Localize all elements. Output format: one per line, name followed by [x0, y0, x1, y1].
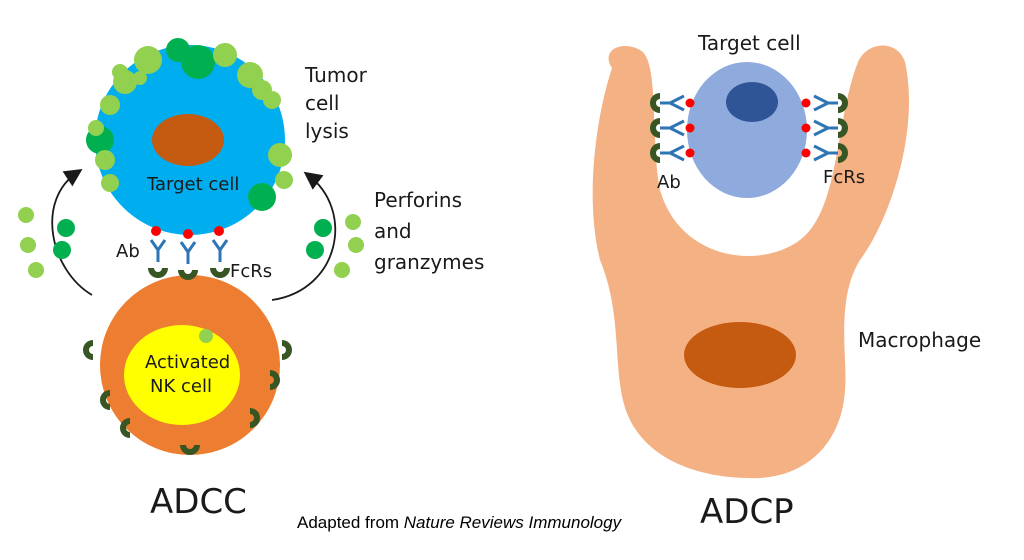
antibody-icon: [660, 94, 685, 112]
antigen-icon: [685, 98, 695, 108]
fcr-receptor-icon: [650, 143, 660, 163]
adcp-fcr-label: FcRs: [823, 167, 865, 188]
fcr-receptor-icon: [838, 93, 848, 113]
adcp-antibodies: [660, 94, 838, 162]
fcr-receptor-icon: [838, 118, 848, 138]
antibody-icon: [813, 119, 838, 137]
antigen-icon: [685, 123, 695, 133]
adcp-target-cell: [687, 62, 807, 198]
macrophage-label: Macrophage: [858, 328, 981, 352]
fcr-receptor-icon: [650, 93, 660, 113]
adcc-ab-label: Ab: [116, 241, 140, 262]
antibody-icon: [660, 144, 685, 162]
fcr-receptor-icon: [148, 268, 168, 278]
adcc-panel: Target cell Activated NK cell: [18, 38, 484, 522]
antigen-icon: [214, 226, 224, 236]
fcr-receptor-icon: [270, 370, 280, 390]
granule-label-line3: granzymes: [374, 250, 484, 274]
adcp-panel: Target cell Ab FcRs Macrophage ADCP: [592, 31, 981, 532]
target-surface-granules: [86, 38, 293, 211]
antigen-icon: [801, 123, 811, 133]
adcp-antigens: [685, 98, 811, 158]
caption-prefix: Adapted from: [297, 513, 404, 532]
fcr-receptor-icon: [282, 340, 292, 360]
lysis-label-line3: lysis: [305, 119, 349, 143]
antibody-icon: [660, 119, 685, 137]
antibody-icon: [179, 241, 197, 264]
fcr-receptor-icon: [838, 143, 848, 163]
free-granules-left: [18, 207, 75, 278]
adcc-target-label: Target cell: [146, 174, 239, 195]
release-arrow-right: [271, 171, 337, 301]
macrophage-body: [592, 45, 909, 479]
fcr-receptor-icon: [178, 270, 198, 280]
antigen-icon: [685, 148, 695, 158]
adcp-target-nucleus: [726, 82, 778, 122]
antigen-icon: [801, 98, 811, 108]
nk-cell-core: [124, 325, 240, 425]
adcp-target-label: Target cell: [697, 31, 801, 55]
adcc-antibodies: [149, 239, 229, 264]
fcr-receptor-icon: [100, 390, 110, 410]
fcr-receptor-icon: [250, 408, 260, 428]
antibody-icon: [211, 239, 229, 262]
granule-label-line1: Perforins: [374, 188, 462, 212]
adcc-title: ADCC: [150, 482, 247, 522]
antigen-icon: [801, 148, 811, 158]
release-arrow-left: [51, 169, 93, 296]
fcr-receptor-icon: [83, 340, 93, 360]
adcc-antigens: [151, 226, 224, 239]
granule-label-line2: and: [374, 219, 412, 243]
adcp-ab-label: Ab: [657, 172, 681, 193]
caption-source: Nature Reviews Immunology: [404, 513, 623, 532]
adcc-fcr-label: FcRs: [230, 261, 272, 282]
adcp-fc-receptors: [650, 93, 848, 163]
adcp-title: ADCP: [700, 492, 794, 532]
antigen-icon: [151, 226, 161, 236]
antibody-icon: [813, 94, 838, 112]
lysis-label-line2: cell: [305, 91, 339, 115]
lysis-label-line1: Tumor: [304, 63, 368, 87]
nk-label-line1: Activated: [145, 352, 230, 373]
fcr-receptor-icon: [120, 418, 130, 438]
nk-label-line2: NK cell: [150, 376, 212, 397]
fcr-receptor-icon: [210, 268, 230, 278]
nk-fc-receptors: [83, 268, 292, 455]
fcr-receptor-icon: [650, 118, 660, 138]
macrophage-nucleus: [684, 322, 796, 388]
fcr-receptor-icon: [180, 445, 200, 455]
antigen-icon: [183, 229, 193, 239]
nk-internal-granule: [199, 329, 213, 343]
free-granules-right: [306, 214, 364, 278]
antibody-icon: [149, 239, 167, 262]
adcc-target-nucleus: [152, 114, 224, 166]
antibody-icon: [813, 144, 838, 162]
source-caption: Adapted from Nature Reviews Immunology: [297, 513, 623, 532]
